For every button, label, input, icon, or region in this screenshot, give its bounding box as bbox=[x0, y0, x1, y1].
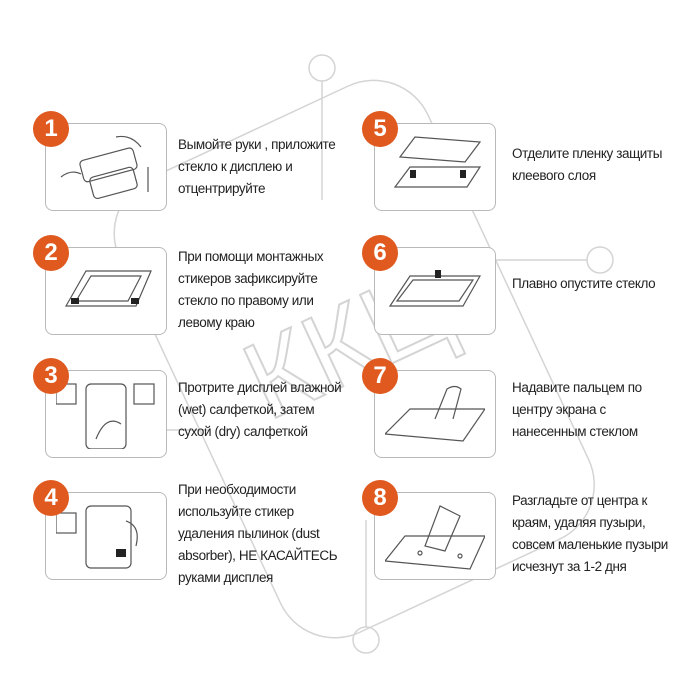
step-number-badge: 8 bbox=[362, 480, 398, 516]
lower-glass-icon bbox=[388, 270, 482, 307]
step-number-badge: 1 bbox=[33, 111, 69, 147]
step-8-text: Разгладьте от центра к краям, удаляя пуз… bbox=[512, 493, 668, 574]
step-3-text: Протрите дисплей влажной (wet) салфеткой… bbox=[178, 380, 342, 439]
step-6-text: Плавно опустите стекло bbox=[512, 276, 656, 291]
step-number-badge: 2 bbox=[33, 235, 69, 271]
step-2-text: При помощи монтажных стикеров зафиксируй… bbox=[178, 249, 324, 330]
step-5-text: Отделите пленку защиты клеевого слоя bbox=[512, 146, 663, 183]
peel-film-icon bbox=[393, 136, 482, 188]
step-number-badge: 3 bbox=[33, 358, 69, 394]
step-7-text: Надавите пальцем по центру экрана с нане… bbox=[512, 380, 642, 439]
step-illustration bbox=[374, 123, 496, 211]
dust-sticker-icon bbox=[56, 505, 138, 569]
step-number-badge: 7 bbox=[362, 358, 398, 394]
hands-phone-icon bbox=[60, 135, 149, 200]
step-number-badge: 5 bbox=[362, 111, 398, 147]
smooth-bubbles-icon bbox=[385, 505, 485, 570]
step-number-badge: 4 bbox=[33, 480, 69, 516]
phone-stickers-icon bbox=[64, 270, 152, 307]
wipe-phone-icon bbox=[56, 383, 155, 449]
press-finger-icon bbox=[385, 385, 485, 442]
step-1-text: Вымойте руки , приложите стекло к диспле… bbox=[178, 137, 336, 196]
step-number-badge: 6 bbox=[362, 235, 398, 271]
step-4-text: При необходимости используйте стикер уда… bbox=[178, 482, 338, 585]
